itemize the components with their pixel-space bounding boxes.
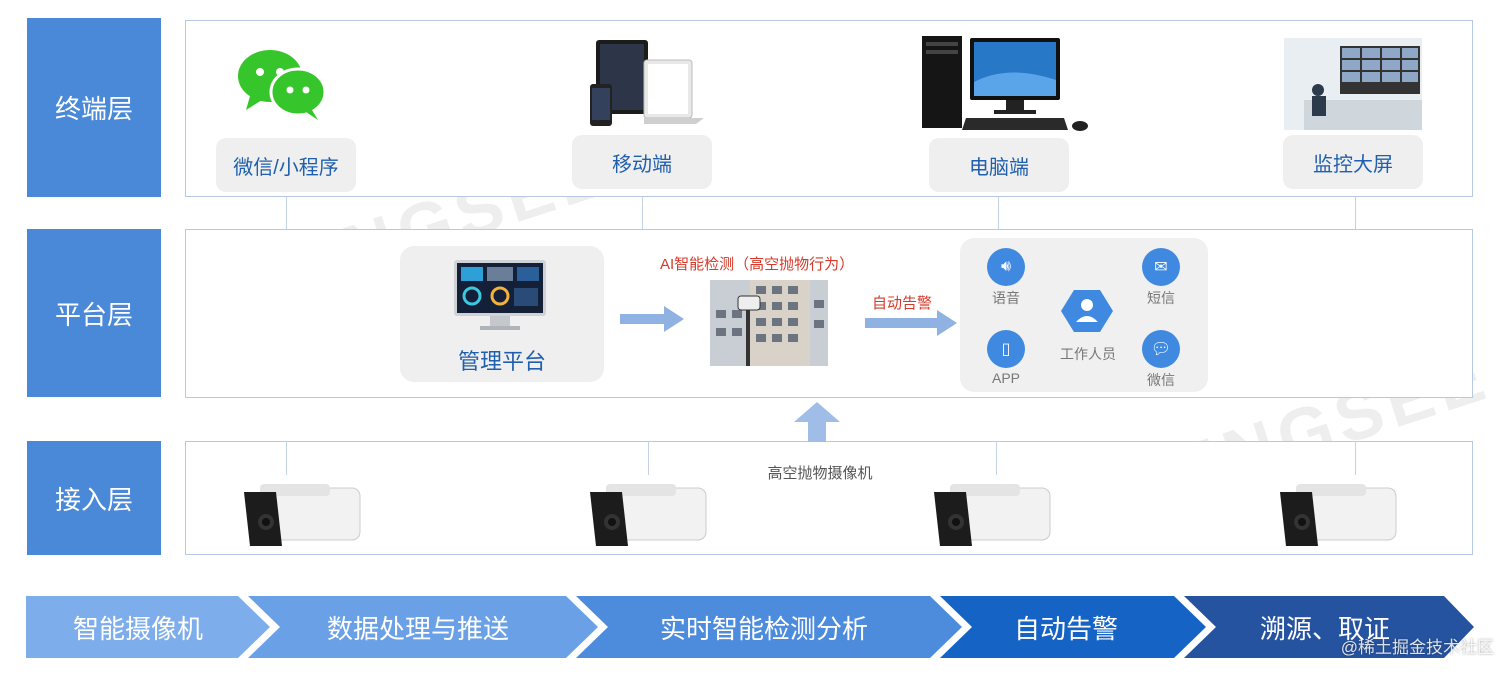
platform-panel xyxy=(185,229,1473,398)
flow-step-camera: 智能摄像机 xyxy=(72,613,203,644)
access-panel xyxy=(185,441,1473,555)
connector-line xyxy=(1355,197,1356,229)
camera-icon xyxy=(244,484,361,546)
terminal-item-wechat[interactable]: 微信/小程序 xyxy=(216,138,356,192)
terminal-panel xyxy=(185,20,1473,197)
management-platform-card[interactable]: 管理平台 xyxy=(400,246,604,382)
arrow-up-icon xyxy=(794,402,840,442)
connector-line xyxy=(998,197,999,229)
flow-step-data-processing: 数据处理与推送 xyxy=(326,613,509,644)
flow-step-traceability: 溯源、取证 xyxy=(1259,613,1390,644)
arrow-right-icon xyxy=(620,306,684,332)
access-layer-label: 接入层 xyxy=(27,441,161,555)
camera-caption: 高空抛物摄像机 xyxy=(767,465,873,482)
process-flow-bar xyxy=(26,596,1474,658)
flow-step-auto-alarm: 自动告警 xyxy=(1013,613,1118,644)
terminal-item-monitor-wall[interactable]: 监控大屏 xyxy=(1283,135,1423,189)
terminal-layer-label: 终端层 xyxy=(27,18,161,197)
flow-step-shape xyxy=(940,596,1206,658)
app-channel-label: APP xyxy=(991,370,1020,386)
camera-icon xyxy=(590,484,707,546)
connector-line xyxy=(1355,441,1356,475)
wechat-channel-label: 微信 xyxy=(1147,372,1175,388)
sms-channel-icon[interactable]: ✉ xyxy=(1142,248,1180,286)
connector-line xyxy=(286,441,287,475)
flow-step-shape xyxy=(26,596,270,658)
flow-step-shape xyxy=(576,596,962,658)
sms-channel-label: 短信 xyxy=(1147,290,1175,306)
terminal-item-mobile[interactable]: 移动端 xyxy=(572,135,712,189)
monitor-dashboard-icon xyxy=(454,260,546,330)
wechat-icon xyxy=(238,50,327,120)
connector-line xyxy=(996,441,997,475)
desktop-computer-icon xyxy=(922,36,1088,131)
connector-line xyxy=(286,197,287,229)
credit-watermark: @稀土掘金技术社区 xyxy=(1340,638,1494,657)
camera-icon xyxy=(1280,484,1397,546)
wechat-channel-icon[interactable]: 💬︎ xyxy=(1142,330,1180,368)
arrow-right-icon xyxy=(865,310,957,336)
platform-layer-label: 平台层 xyxy=(27,229,161,397)
alert-channels-card: 🔊︎ 语音 ✉ 短信 ▯ APP 💬︎ 微信 工作人员 xyxy=(960,238,1208,392)
building-camera-icon xyxy=(710,280,828,366)
staff-user-icon xyxy=(1061,290,1113,332)
flow-step-shape xyxy=(248,596,598,658)
ai-detection-label: AI智能检测（高空抛物行为） xyxy=(660,256,855,273)
connector-line xyxy=(648,441,649,475)
staff-label: 工作人员 xyxy=(1060,346,1116,362)
flow-step-realtime-detection: 实时智能检测分析 xyxy=(659,613,868,644)
auto-alarm-label: 自动告警 xyxy=(872,295,933,312)
monitoring-room-icon xyxy=(1284,38,1422,130)
connector-line xyxy=(642,197,643,229)
voice-channel-label: 语音 xyxy=(992,290,1020,306)
camera-icon xyxy=(934,484,1051,546)
mobile-devices-icon xyxy=(590,40,704,126)
voice-channel-icon[interactable]: 🔊︎ xyxy=(987,248,1025,286)
flow-step-shape xyxy=(1184,596,1474,658)
terminal-item-desktop[interactable]: 电脑端 xyxy=(929,138,1069,192)
management-platform-label: 管理平台 xyxy=(457,349,546,374)
app-channel-icon[interactable]: ▯ xyxy=(987,330,1025,368)
